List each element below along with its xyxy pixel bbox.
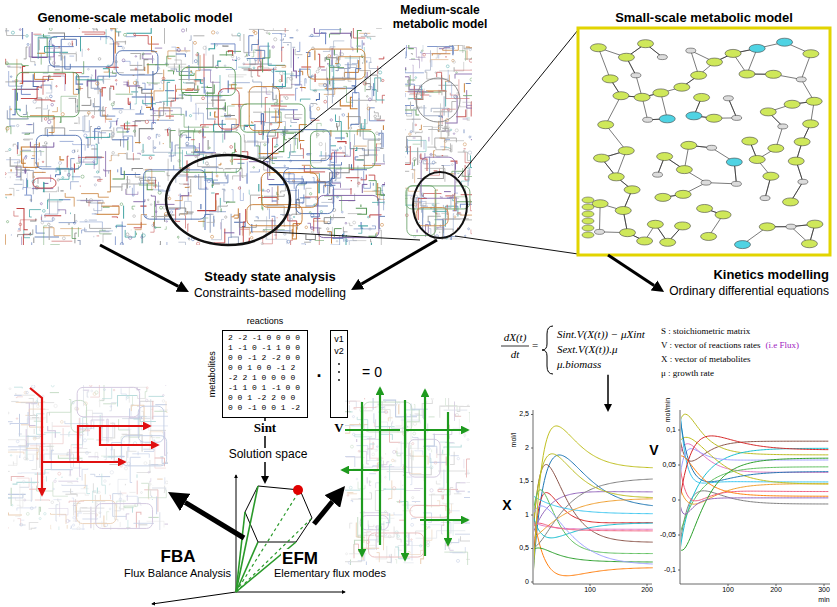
vector-entry: v1 [333, 334, 345, 344]
legend-text: S : stoichiometric matrix [660, 326, 751, 336]
operator: . [315, 361, 322, 382]
axis-label: reactions [246, 316, 285, 326]
method-heading: Steady state analysisConstraints-based m… [189, 266, 351, 305]
tick-label: 2 [524, 444, 530, 452]
axis-symbol: X [501, 497, 512, 513]
efm-map: EFMElementary flux modes [345, 398, 470, 565]
method-acronym: EFM [281, 549, 319, 569]
legend-text: μ : growth rate [660, 368, 715, 378]
tick-label: 1 [524, 511, 530, 519]
tick-label: 200 [640, 586, 654, 594]
tick-label: 0,5 [518, 544, 530, 552]
concentration-chart: X [533, 412, 652, 584]
equation-term: dX(t) [503, 331, 528, 344]
pathway-map [5, 28, 385, 245]
tick-label: -0,1 [663, 566, 677, 574]
tick-label: 1,5 [518, 477, 530, 485]
axis-label: metabolites [207, 350, 217, 398]
pathway-map [405, 45, 472, 240]
unit-label: min [817, 596, 830, 604]
tick-label: 100 [583, 586, 597, 594]
method-heading: Kinetics modellingOrdinary differential … [664, 264, 834, 303]
tick-label: 0 [671, 496, 677, 504]
vector-symbol: V [333, 421, 344, 436]
method-subtitle: Ordinary differential equations [668, 285, 830, 299]
matrix-row: 0 0 1 0 0 -1 2 [227, 363, 296, 372]
model-title: Small-scale metabolic model [614, 11, 794, 26]
axis-symbol: V [648, 442, 659, 458]
flow-arrow [608, 255, 654, 285]
equation-term: dt [510, 348, 521, 361]
solution-space: Solution space [244, 484, 314, 546]
flow-arrow [264, 418, 266, 476]
unit-label: mol/l [510, 432, 518, 449]
flow-arrow [361, 240, 437, 284]
flow-arrow [185, 502, 244, 538]
method-acronym: FBA [160, 547, 197, 567]
method-title: Steady state analysis [203, 270, 337, 285]
method-subtitle: Constraints-based modelling [193, 287, 347, 301]
flux-chart: V [680, 412, 830, 584]
tick-label: 100 [721, 586, 735, 594]
tick-label: 0 [524, 578, 530, 586]
operator: = 0 [361, 364, 383, 380]
flow-arrow [314, 501, 332, 524]
matrix-row: 0 0 1 -2 2 0 0 [227, 393, 296, 402]
matrix-row: 0 0 -1 0 0 1 -2 [227, 403, 301, 412]
fba-map: FBAFlux Balance Analysis [8, 385, 168, 530]
equation-term: μ.biomass [556, 358, 602, 371]
equation-term: Sext.V(X(t)).μ [556, 343, 619, 356]
tick-label: 2,5 [518, 410, 530, 418]
flux-vector: v1v2V [330, 330, 348, 418]
method-title: Kinetics modelling [712, 268, 830, 283]
pathway-map [8, 385, 168, 530]
tick-label: -0,05 [659, 531, 677, 539]
model-title: Medium-scale metabolic model [383, 4, 497, 32]
tick-label: 0,1 [665, 426, 677, 434]
method-name: Elementary flux modes [273, 567, 387, 580]
space-label: Solution space [228, 448, 309, 462]
matrix-row: -2 2 1 0 0 0 0 [227, 373, 296, 382]
metabolic-map: Small-scale metabolic model [578, 28, 830, 255]
matrix-row: 0 0 -1 2 -2 0 0 [227, 353, 301, 362]
equation-term: = [531, 339, 539, 352]
equation-term: Sint.V(X(t)) − μXint [556, 328, 646, 341]
tick-label: 200 [769, 586, 783, 594]
pathway-map [345, 398, 470, 565]
matrix-row: -1 1 0 1 -1 0 0 [227, 383, 301, 392]
legend-text: X : vector of metabolites [660, 354, 751, 364]
legend-text: V : vector of reactions rates [660, 340, 762, 350]
matrix-symbol: Sint [253, 421, 277, 436]
metabolic-map: Genome-scale metabolic model [5, 28, 385, 245]
stoichiometric-matrix: 2 -2 -1 0 0 0 01 -1 0 -1 1 0 00 0 -1 2 -… [222, 330, 308, 418]
legend-text: (i.e Flux) [765, 340, 801, 350]
flow-arrow [100, 245, 178, 286]
metabolic-map: Medium-scale metabolic model [405, 45, 472, 240]
matrix-row: 2 -2 -1 0 0 0 0 [227, 333, 301, 342]
tick-label: 300 [817, 586, 831, 594]
method-name: Flux Balance Analysis [123, 567, 232, 580]
ode-equation: dX(t) dt = Sint.V(X(t)) − μXintSext.V(X(t))… [499, 324, 650, 375]
model-title: Genome-scale metabolic model [36, 11, 233, 26]
unit-label: mol/min [664, 397, 672, 424]
flow-arrow [607, 375, 609, 404]
vector-entry: v2 [333, 346, 345, 356]
tick-label: 0,05 [661, 461, 677, 469]
matrix-row: 1 -1 0 -1 1 0 0 [227, 343, 301, 352]
